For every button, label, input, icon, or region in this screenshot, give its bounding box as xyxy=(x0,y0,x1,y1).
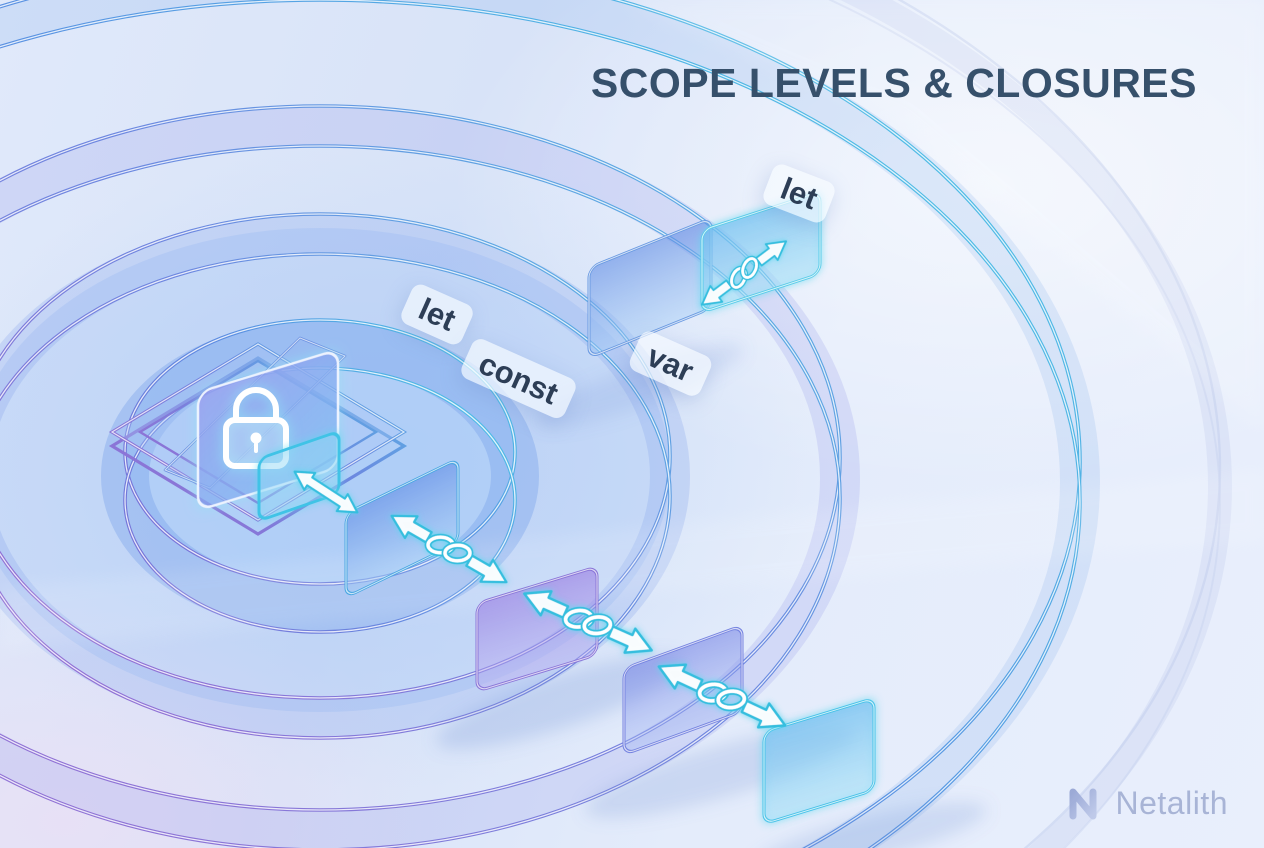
center-scope-cluster xyxy=(108,336,408,536)
light-streaks xyxy=(0,0,1264,650)
brand-name: Netalith xyxy=(1115,784,1228,821)
scope-card-var xyxy=(622,626,744,754)
scope-ring-3 xyxy=(0,104,860,848)
page-title: SCOPE LEVELS & CLOSURES xyxy=(590,60,1197,106)
netalith-logo-icon xyxy=(1069,788,1096,820)
scope-card-const xyxy=(475,567,599,691)
scope-label-text: let xyxy=(775,170,823,217)
brand-lockup: Netalith xyxy=(1064,782,1229,824)
scope-card-let-outermost xyxy=(762,699,876,823)
scope-label-text: let xyxy=(413,291,461,338)
